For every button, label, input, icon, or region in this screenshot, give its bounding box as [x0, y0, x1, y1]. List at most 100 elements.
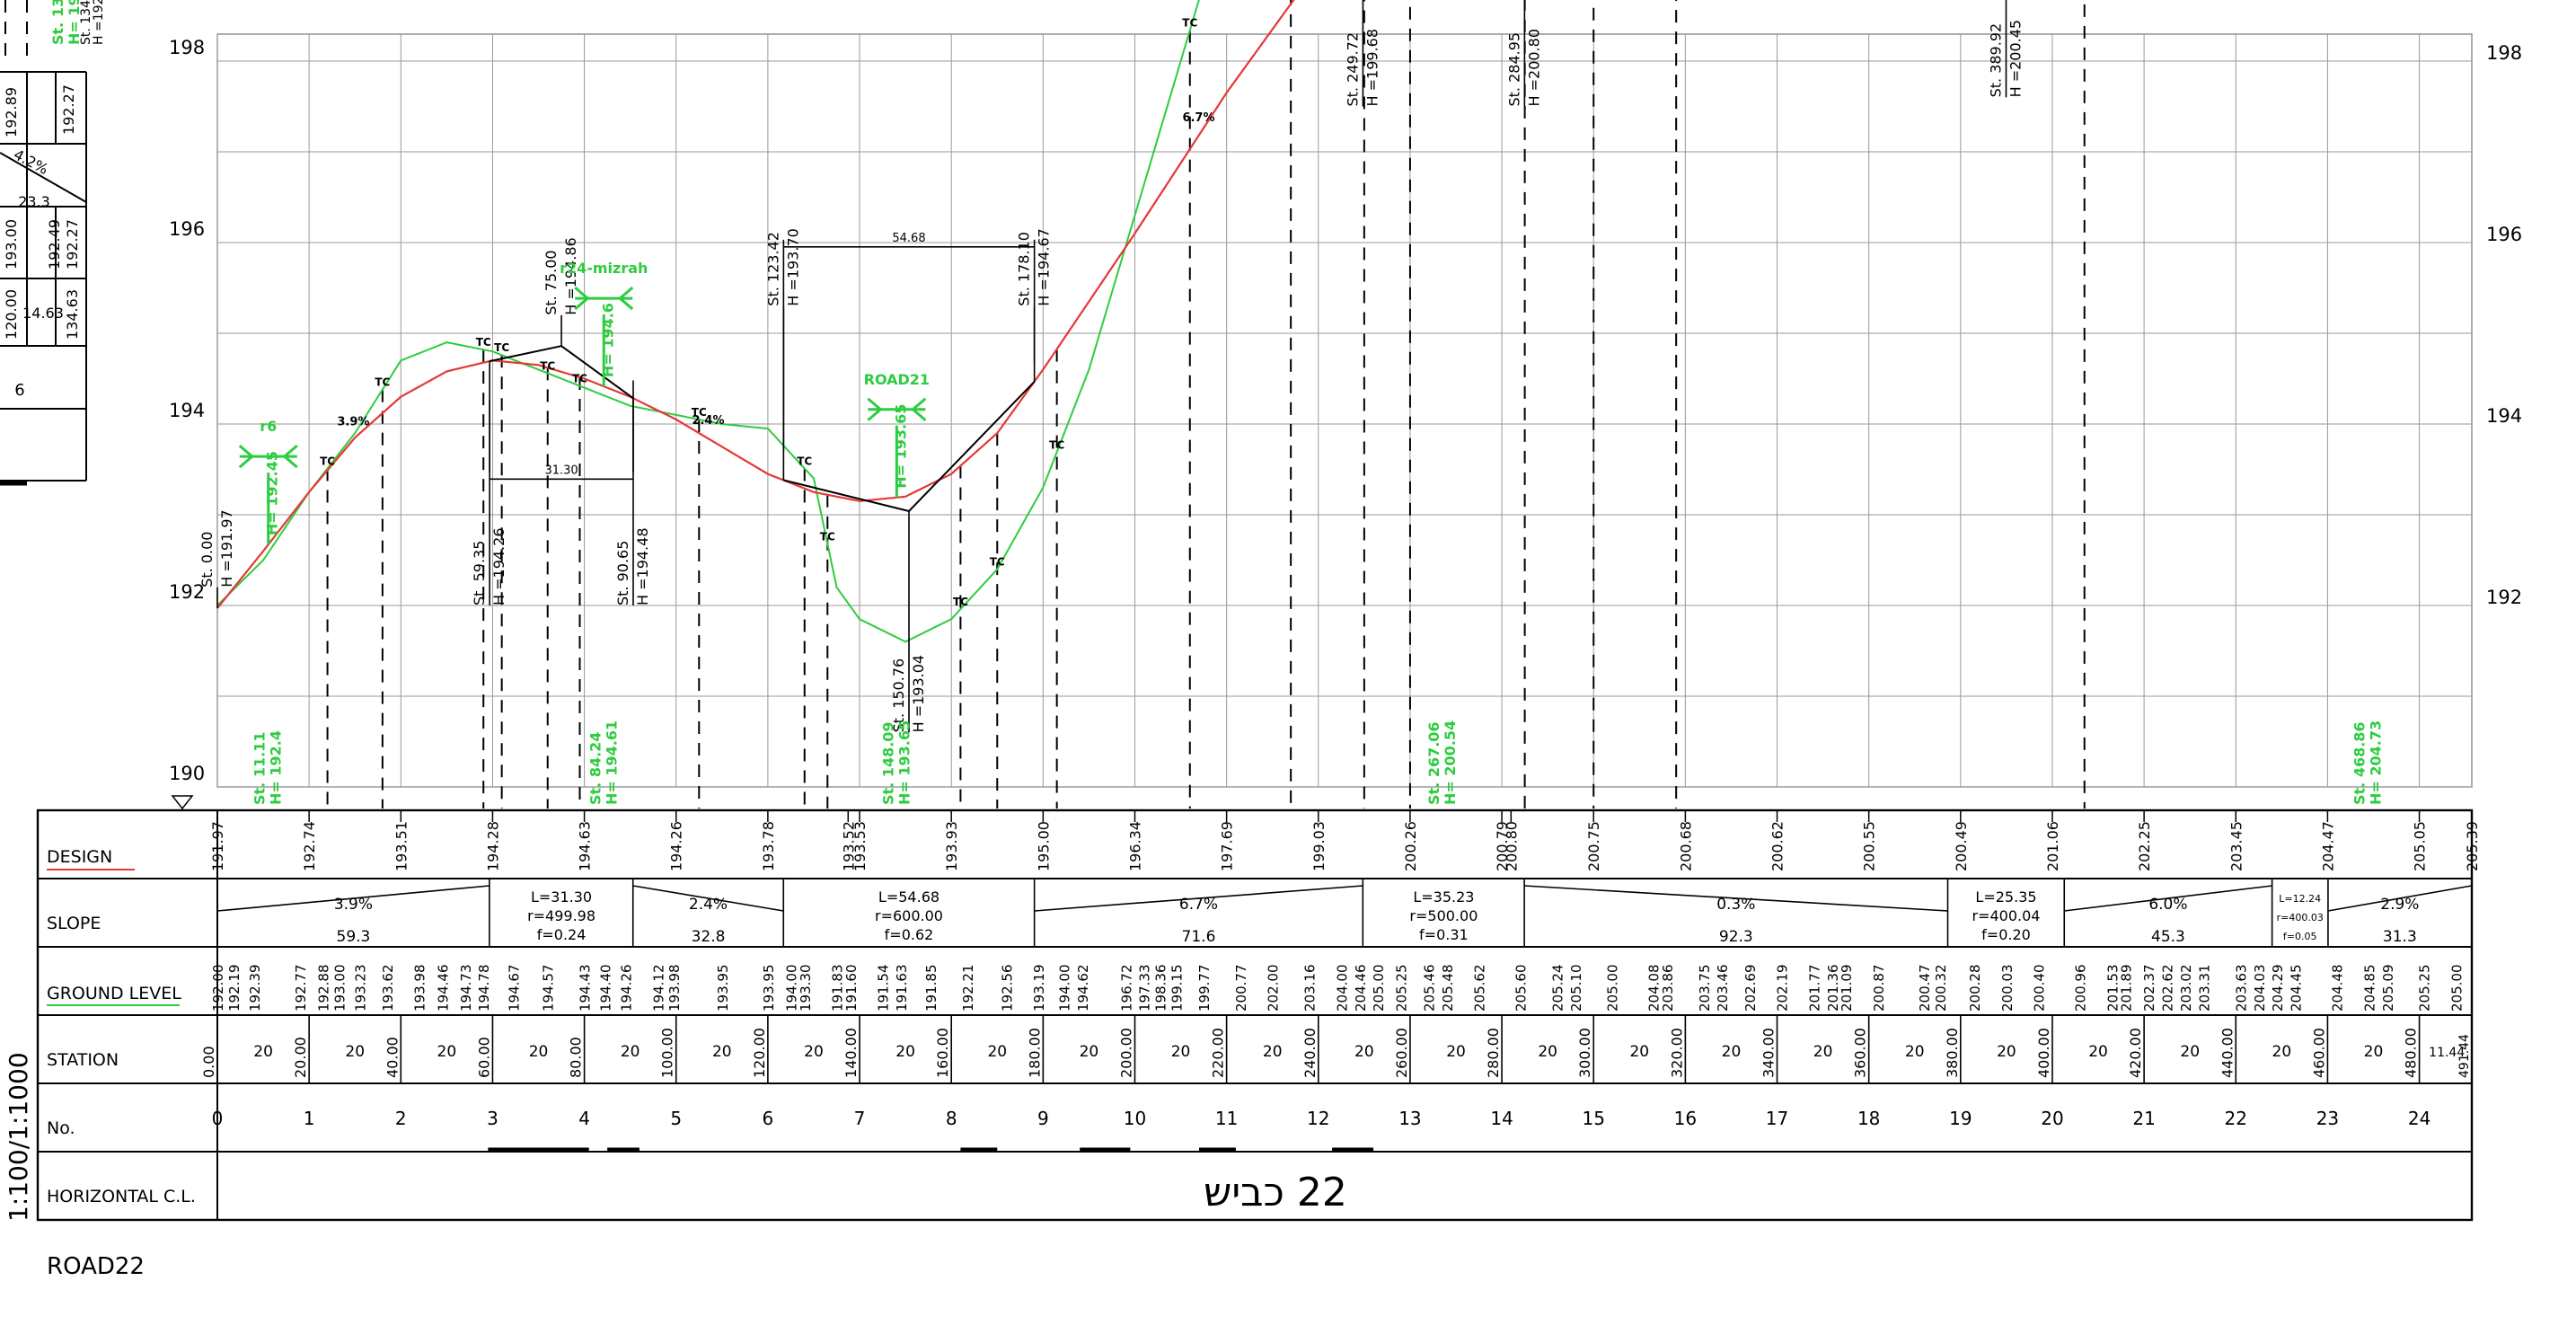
design-value: 193.93 [943, 821, 960, 871]
tc-mark: TC [990, 556, 1005, 569]
station-value: 300.00 [1576, 1028, 1593, 1078]
row-label-ground-level: GROUND LEVEL [47, 984, 181, 1003]
tc-mark: TC [820, 530, 835, 543]
slope-line [632, 885, 784, 912]
station-number: 2 [395, 1108, 407, 1129]
station-label: St. 0.00 [198, 532, 216, 588]
curve-length: L=35.23 [1413, 888, 1474, 906]
tc-mark: TC [540, 359, 555, 372]
ground-value: 202.62 [2160, 965, 2176, 1012]
design-value: 200.62 [1769, 821, 1786, 871]
station-label: St. 123.42 [764, 232, 781, 306]
station-value: 20.00 [292, 1037, 309, 1078]
slope-length: 45.3 [2151, 928, 2185, 946]
station-value: 360.00 [1852, 1028, 1869, 1078]
station-number: 24 [2408, 1108, 2430, 1129]
station-interval: 20 [345, 1043, 365, 1061]
intersection-station-height: H= 204.73 [2368, 720, 2385, 805]
station-value: 340.00 [1760, 1028, 1778, 1078]
slope-grade: 0.3% [1716, 896, 1755, 914]
elevation-label-left: 198 [169, 37, 205, 58]
station-interval: 20 [1905, 1043, 1925, 1061]
station-number: 4 [578, 1108, 590, 1129]
design-value: 205.05 [2412, 821, 2429, 871]
station-interval: 20 [1629, 1043, 1649, 1061]
curve-dimension-label: 31.30 [544, 464, 578, 477]
station-number: 3 [487, 1108, 498, 1129]
ground-value: 193.30 [798, 965, 814, 1012]
design-polyline [216, 0, 1295, 609]
tc-mark: TC [494, 341, 509, 354]
grade-arrow-label: 2.4% [692, 414, 724, 428]
intersection-station-height: H= 200.54 [1442, 720, 1459, 805]
ground-value: 194.40 [598, 965, 614, 1012]
station-value: 140.00 [842, 1028, 860, 1078]
ground-value: 203.46 [1715, 965, 1731, 1012]
tc-mark: TC [797, 455, 812, 467]
station-interval: 20 [1354, 1043, 1374, 1061]
intersection-height: H= 194.6 [599, 303, 616, 377]
station-value: 120.00 [751, 1028, 768, 1078]
design-value: 197.69 [1219, 821, 1236, 871]
station-interval: 20 [253, 1043, 273, 1061]
design-value: 200.55 [1861, 821, 1878, 871]
station-value: 420.00 [2127, 1028, 2144, 1078]
tc-mark: TC [375, 376, 390, 389]
ground-value: 203.63 [2233, 965, 2249, 1012]
ground-value: 205.24 [1549, 965, 1566, 1012]
curve-offset: f=0.05 [2283, 931, 2317, 942]
station-interval: 20 [1171, 1043, 1191, 1061]
ground-value: 194.78 [476, 965, 492, 1012]
height-label: H =193.04 [910, 655, 927, 733]
intersection-station: St. 468.86 [2351, 721, 2369, 805]
ground-value: 201.77 [1806, 965, 1822, 1012]
tc-mark: TC [953, 596, 968, 608]
intersection-name: ROAD21 [864, 371, 930, 388]
ground-value: 194.12 [650, 965, 666, 1012]
ground-value: 198.36 [1153, 965, 1169, 1012]
design-value: 200.68 [1677, 821, 1694, 871]
fragment-grade: 4.2% [11, 146, 51, 178]
design-value: 200.26 [1402, 821, 1419, 871]
station-number: 20 [2041, 1108, 2063, 1129]
slope-length: 92.3 [1719, 928, 1753, 946]
intersection-station: St. 267.06 [1425, 721, 1442, 805]
ground-value: 199.77 [1196, 965, 1213, 1012]
height-label: H =200.80 [1525, 29, 1542, 107]
ground-value: 200.03 [1999, 965, 2016, 1012]
design-line [216, 0, 1295, 609]
station-interval: 20 [712, 1043, 732, 1061]
ground-value: 193.62 [380, 965, 396, 1012]
station-interval: 20 [1446, 1043, 1466, 1061]
ground-value: 194.73 [458, 965, 474, 1012]
station-interval: 20 [987, 1043, 1007, 1061]
station-number: 7 [854, 1108, 866, 1129]
curve-length: L=25.35 [1975, 888, 2036, 906]
ground-value: 194.67 [506, 965, 522, 1012]
station-label: St. 90.65 [614, 541, 631, 605]
slope-length: 32.8 [692, 928, 726, 946]
station-interval: 20 [804, 1043, 824, 1061]
ground-value: 203.02 [2178, 965, 2194, 1012]
curve-radius: r=400.04 [1972, 907, 2041, 924]
row-label-design: DESIGN [47, 847, 112, 867]
ground-value: 193.19 [1031, 965, 1047, 1012]
intersection-name: r6 [260, 418, 277, 435]
curve-radius: r=400.03 [2277, 912, 2324, 923]
curve-length: L=31.30 [531, 888, 592, 906]
fragment-value: 193.00 [3, 219, 20, 269]
station-label: St. 178.10 [1016, 232, 1033, 306]
elevation-label-left: 192 [169, 581, 205, 603]
design-value: 191.97 [209, 821, 226, 871]
design-value: 193.78 [760, 821, 777, 871]
ground-level-polyline [216, 0, 1200, 643]
ground-value: 205.10 [1568, 965, 1584, 1012]
slope-length: 59.3 [337, 928, 371, 946]
station-value: 40.00 [384, 1037, 401, 1078]
scale-label: 1:100/1:1000 [4, 1052, 33, 1222]
elevation-label-right: 194 [2486, 405, 2522, 427]
fragment-h-label: H =192 [92, 0, 106, 45]
ground-value: 203.75 [1697, 965, 1713, 1012]
